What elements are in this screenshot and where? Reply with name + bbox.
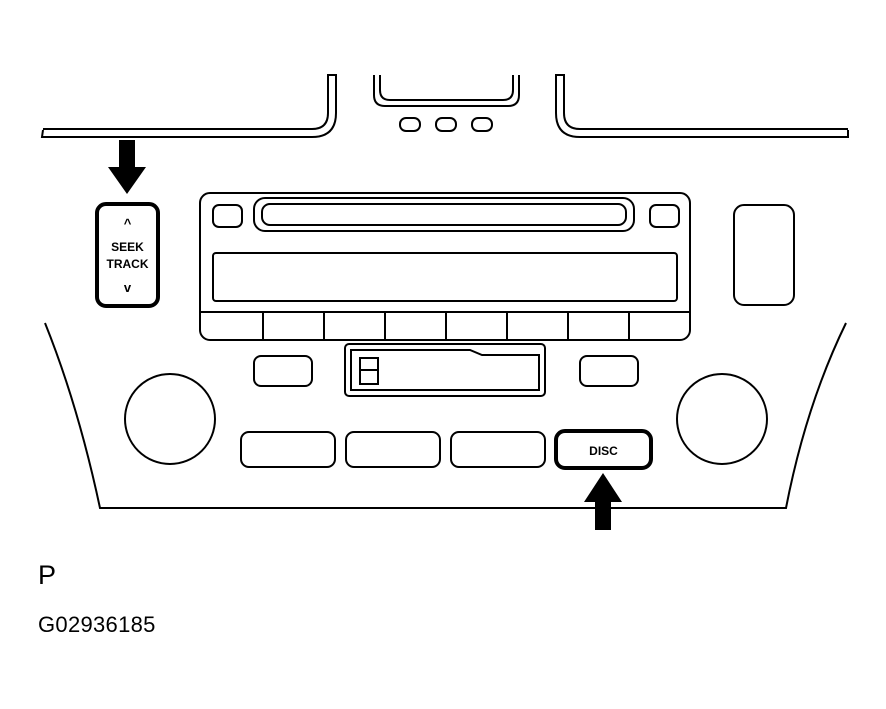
up-arrow-icon bbox=[584, 473, 622, 530]
cassette-right-button bbox=[579, 355, 639, 387]
dash-upper-left-outline bbox=[40, 74, 337, 138]
seek-up-glyph: ^ bbox=[124, 216, 132, 231]
track-label: TRACK bbox=[107, 257, 149, 271]
down-arrow-icon bbox=[108, 140, 146, 194]
disc-button[interactable]: DISC bbox=[554, 429, 653, 470]
seek-track-button[interactable]: ^ SEEK TRACK v bbox=[95, 202, 160, 308]
position-letter: P bbox=[38, 560, 57, 590]
cassette-outer bbox=[344, 343, 546, 397]
bottom-button-3 bbox=[450, 431, 546, 468]
cd-slot-outer bbox=[253, 197, 635, 232]
cassette-inner bbox=[350, 349, 540, 391]
eject-right-button bbox=[649, 204, 680, 228]
right-knob bbox=[676, 373, 768, 465]
lower-panel-outline bbox=[44, 322, 847, 509]
indicator-oval-3 bbox=[471, 117, 493, 132]
bottom-button-2 bbox=[345, 431, 441, 468]
figure-code: G02936185 bbox=[38, 612, 156, 637]
bottom-button-1 bbox=[240, 431, 336, 468]
disc-label: DISC bbox=[589, 444, 618, 458]
display-window bbox=[212, 252, 678, 302]
dash-upper-right-outline bbox=[555, 74, 849, 138]
eject-left-button bbox=[212, 204, 243, 228]
left-knob bbox=[124, 373, 216, 465]
cd-slot-inner bbox=[261, 203, 627, 226]
top-display-housing bbox=[373, 75, 520, 107]
right-blank-panel bbox=[733, 204, 795, 306]
indicator-oval-2 bbox=[435, 117, 457, 132]
top-display-inner bbox=[379, 75, 514, 101]
indicator-oval-1 bbox=[399, 117, 421, 132]
seek-down-glyph: v bbox=[124, 280, 132, 295]
cassette-left-button bbox=[253, 355, 313, 387]
seek-label: SEEK bbox=[111, 240, 144, 254]
preset-dividers bbox=[262, 312, 630, 340]
